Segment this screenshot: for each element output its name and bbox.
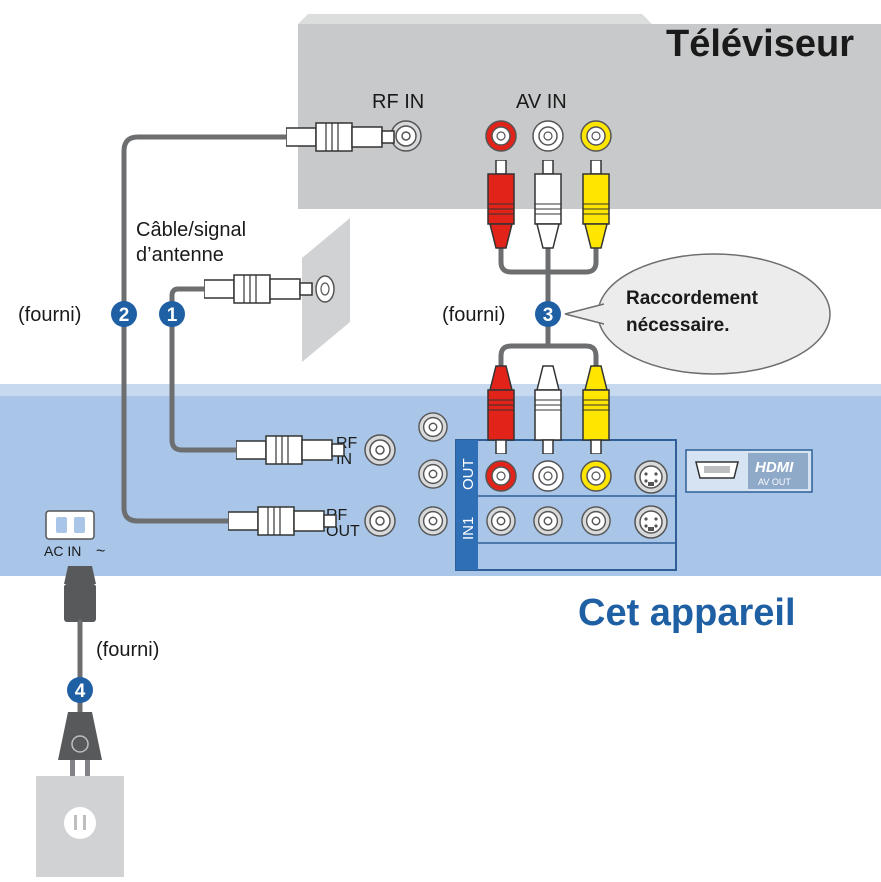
- supplied-label-cable-4: (fourni): [96, 639, 159, 661]
- svg-text:1: 1: [167, 305, 178, 326]
- svg-text:3: 3: [543, 305, 554, 326]
- device-in1-jack: [486, 506, 516, 536]
- callout-line2: nécessaire.: [626, 315, 730, 336]
- cable-number-badge-4: 4: [67, 677, 93, 703]
- device-rf-out-jack: [364, 505, 396, 537]
- device-in1-vertical-label: IN1: [460, 517, 477, 540]
- ac-in-socket: [45, 510, 95, 540]
- device-jack: [418, 506, 448, 536]
- device-svideo-out-jack: [634, 460, 668, 494]
- cable-number-badge-2: 2: [111, 301, 137, 327]
- cable-number-badge-1: 1: [159, 301, 185, 327]
- device-av-out-jacks: [485, 460, 612, 492]
- hdmi-sub-label: AV OUT: [758, 477, 791, 487]
- device-in1-jack: [581, 506, 611, 536]
- device-in1-jack: [533, 506, 563, 536]
- tv-av-in-label: AV IN: [516, 91, 567, 113]
- device-title: Cet appareil: [578, 592, 796, 634]
- tv-title: Téléviseur: [666, 23, 854, 65]
- device-out-vertical-label: OUT: [460, 458, 477, 490]
- device-rf-in-jack: [364, 434, 396, 466]
- device-jack: [418, 459, 448, 489]
- device-svideo-in1-jack: [634, 505, 668, 539]
- device-jack: [418, 412, 448, 442]
- cable-number-badge-3: 3: [535, 301, 561, 327]
- cable-2: [121, 134, 293, 524]
- cable-3: [487, 160, 610, 454]
- hdmi-port: [685, 449, 813, 493]
- cable-4: [58, 566, 102, 778]
- cable-1: [169, 286, 243, 453]
- callout-bubble: [564, 253, 831, 375]
- cable-1-plug-antenna: [204, 274, 313, 304]
- antenna-label-line1: Câble/signal: [136, 219, 246, 241]
- antenna-label-line2: d’antenne: [136, 244, 224, 266]
- wall-outlet: [36, 776, 124, 877]
- supplied-label-cable-3: (fourni): [442, 304, 505, 326]
- tv-rf-in-label: RF IN: [372, 91, 424, 113]
- hdmi-logo: HDMI: [755, 459, 794, 476]
- ac-tilde-icon: ~: [96, 543, 105, 560]
- antenna-wall-plate: [302, 218, 350, 362]
- ac-in-label: AC IN: [44, 543, 81, 559]
- svg-text:2: 2: [119, 305, 130, 326]
- tv-rf-in-jack: [390, 120, 422, 152]
- callout-line1: Raccordement: [626, 288, 759, 309]
- tv-av-in-jacks: [485, 120, 612, 152]
- supplied-label-cable-2: (fourni): [18, 304, 81, 326]
- svg-text:4: 4: [75, 681, 86, 702]
